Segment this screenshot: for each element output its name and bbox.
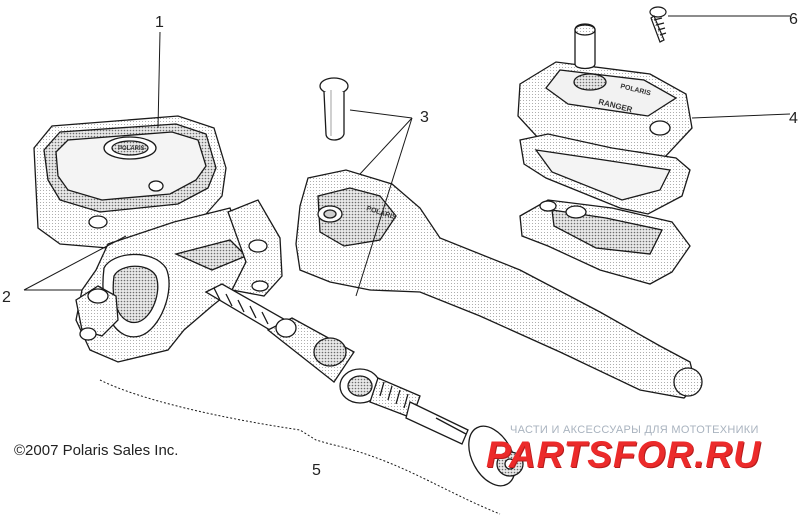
- callout-4: 4: [789, 110, 798, 127]
- piston-assembly: [204, 283, 524, 487]
- copyright-notice: ©2007 Polaris Sales Inc.: [14, 442, 179, 459]
- pivot-pin: [319, 77, 349, 141]
- callout-6: 6: [789, 11, 798, 28]
- leader-4: [691, 113, 791, 119]
- diaphragm: [519, 133, 691, 215]
- leader-5-brace: [99, 379, 501, 515]
- callout-3: 3: [420, 109, 429, 126]
- leader-3c: [355, 117, 413, 297]
- leader-lines: [23, 15, 791, 515]
- callout-5: 5: [312, 462, 321, 479]
- leader-1: [157, 31, 161, 129]
- clamp-housing: [75, 207, 248, 363]
- pivot-bracket: [227, 199, 283, 297]
- watermark-logo[interactable]: PARTSFOR.RU: [486, 434, 761, 475]
- leader-3b: [359, 117, 413, 175]
- leader-2a: [23, 235, 127, 291]
- cap-plate: [519, 199, 691, 285]
- reservoir-body: [33, 115, 227, 249]
- callout-1: 1: [155, 14, 164, 31]
- callout-2: 2: [2, 289, 11, 306]
- screw: [649, 6, 667, 43]
- watermark-tagline: ЧАСТИ И АКСЕССУАРЫ ДЛЯ МОТОТЕХНИКИ: [510, 424, 759, 436]
- reservoir-logo-text: POLARIS: [118, 146, 145, 152]
- leader-3a: [349, 109, 413, 119]
